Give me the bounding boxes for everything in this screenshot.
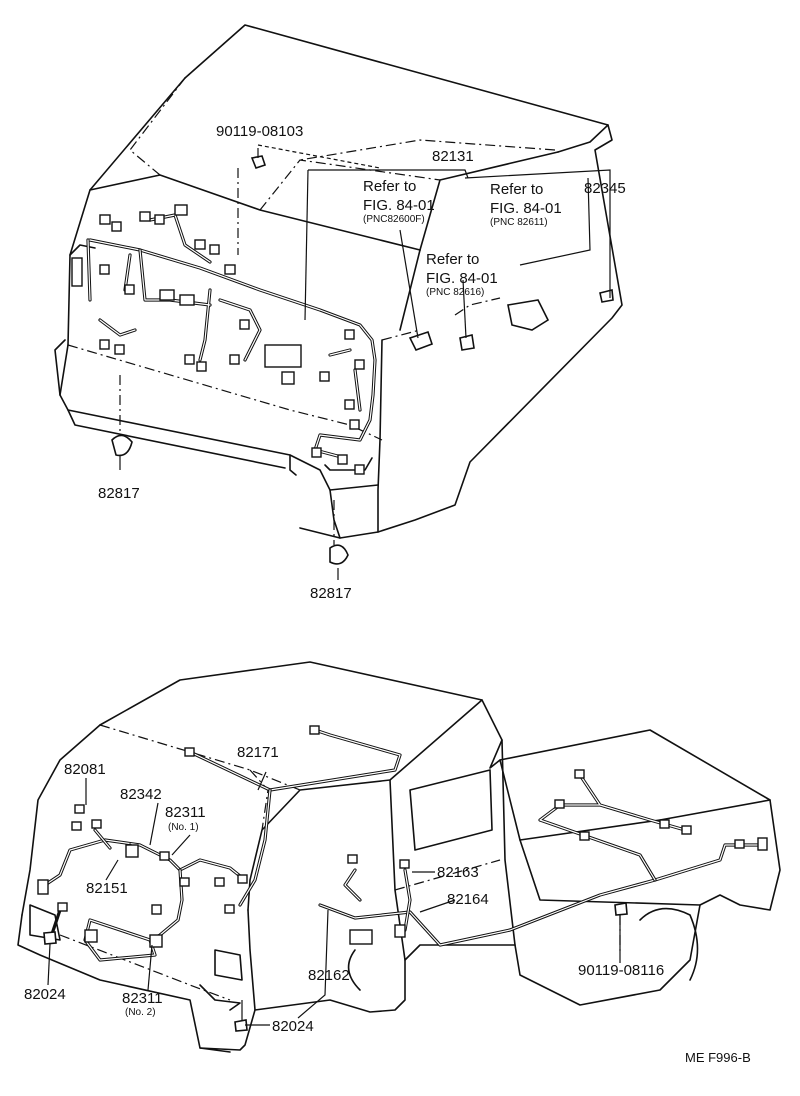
ref-pnc: (PNC 82611) [490,217,548,228]
main-harness-82131 [71,204,377,475]
label-82164: 82164 [447,891,489,908]
part-82611 [507,299,550,331]
lamp-82024-bottom [234,1019,248,1032]
front-harness [37,804,248,962]
roof-harness-82171 [184,725,402,907]
bottom-small-parts [43,902,628,1032]
label-82171: 82171 [237,744,279,761]
reference-note-82611: Refer to FIG. 84-01 (PNC 82611) [490,181,562,228]
label-90119-08103: 90119-08103 [216,123,303,140]
bolt-90119-08103 [250,155,267,169]
ref-pnc: (PNC82600F) [363,214,425,225]
label-82131: 82131 [432,148,474,165]
label-82345: 82345 [584,180,626,197]
ref-line1: Refer to [426,251,479,268]
label-90119-08116: 90119-08116 [578,962,664,979]
ref-line2: FIG. 84-01 [363,197,435,214]
label-82151: 82151 [86,880,128,897]
grommet-82817-bottom [329,544,349,565]
bottom-truck-body [17,661,781,1053]
ref-line2: FIG. 84-01 [490,200,562,217]
part-82616 [459,334,475,351]
label-82311-no2: 82311 [122,990,163,1007]
ref-line1: Refer to [363,178,416,195]
reference-note-82600F: Refer to FIG. 84-01 (PNC82600F) [363,178,435,225]
top-leaders [119,144,611,580]
ref-pnc: (PNC 82616) [426,287,484,298]
top-phantom-lines [67,24,556,545]
label-82024-bottom: 82024 [272,1018,314,1035]
lamp-82024-front [43,931,57,945]
part-82600F [408,330,434,352]
bottom-leaders [47,771,621,1026]
label-82024-front: 82024 [24,986,66,1003]
figure-code: ME F996-B [685,1050,751,1065]
ref-line2: FIG. 84-01 [426,270,498,287]
top-view: 90119-08103 82131 82345 82817 82817 Refe… [54,24,626,602]
bottom-phantom-lines [59,724,621,1001]
label-82162: 82162 [308,967,350,984]
top-small-parts [111,155,614,565]
reference-note-82616: Refer to FIG. 84-01 (PNC 82616) [426,251,498,298]
label-82081: 82081 [64,761,106,778]
label-82342: 82342 [120,786,162,803]
ref-line1: Refer to [490,181,543,198]
grommet-82817-left [111,434,133,457]
bolt-90119-08116 [614,902,628,916]
label-82311-no2-sub: (No. 2) [125,1007,156,1018]
label-82163: 82163 [437,864,479,881]
clip-82345 [599,288,614,303]
label-82817-left: 82817 [98,485,140,502]
label-82311-no1-sub: (No. 1) [168,822,199,833]
bottom-view: 82081 82342 82311 (No. 1) 82151 82171 82… [17,661,781,1053]
label-82817-bottom: 82817 [310,585,352,602]
bed-harness [318,769,768,947]
label-82311-no1: 82311 [165,804,206,821]
